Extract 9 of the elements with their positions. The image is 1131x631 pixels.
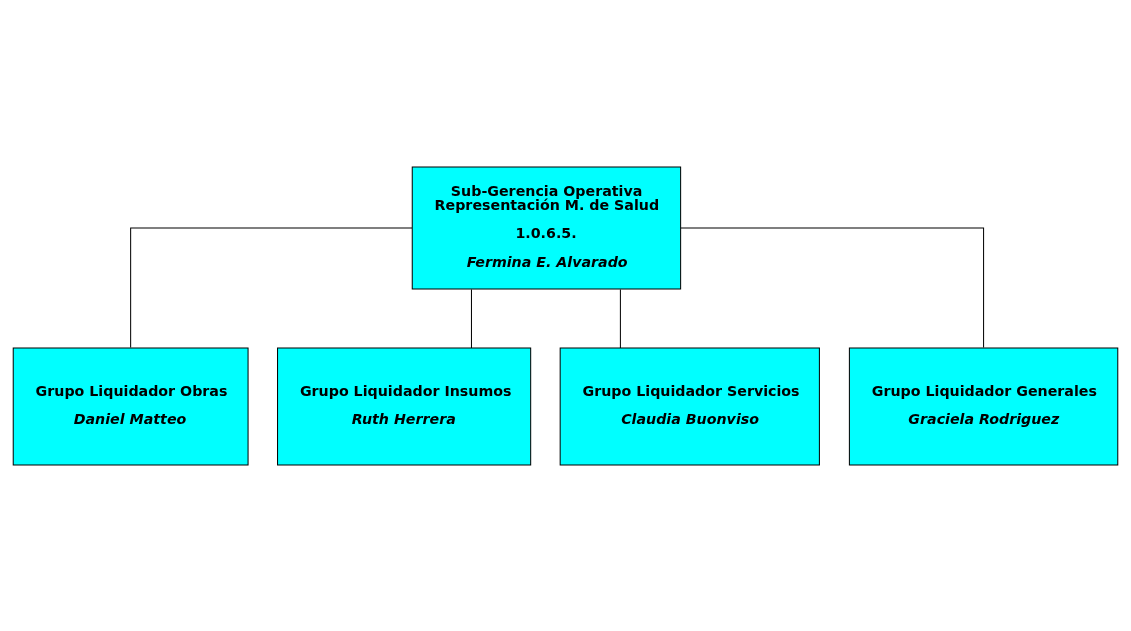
node-box: Grupo Liquidador Generales Graciela Rodriguez [848, 347, 1119, 465]
node-box: Grupo Liquidador Servicios Claudia Buonviso [559, 347, 820, 465]
connector [619, 288, 621, 348]
connector [130, 227, 413, 348]
node-box: Grupo Liquidador Obras Daniel Matteo [12, 347, 249, 465]
connector [470, 288, 472, 348]
node-box: Grupo Liquidador Insumos Ruth Herrera [277, 347, 532, 465]
connector [680, 227, 985, 348]
node-box: Sub-Gerencia Operativa Representación M. de Salud 1.0.6.5. Fermina E. Alvarado [411, 166, 682, 290]
